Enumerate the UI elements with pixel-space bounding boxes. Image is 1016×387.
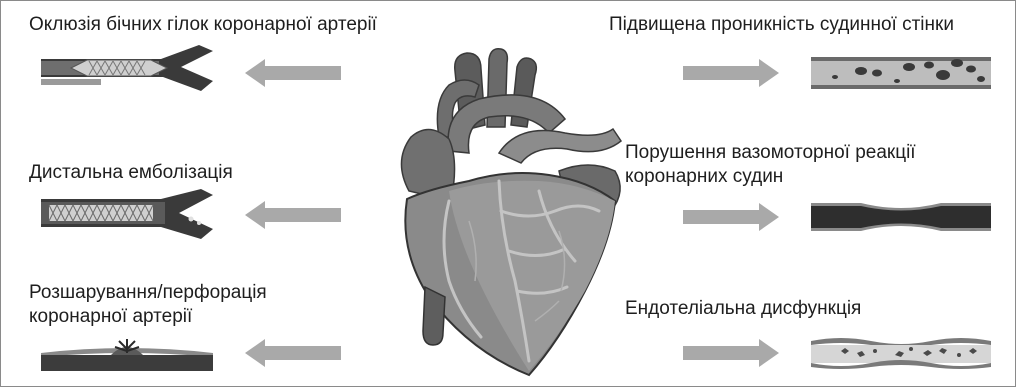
vessel-perforation-icon [41, 335, 213, 375]
label-side-branch-occlusion: Оклюзія бічних гілок коронарної артерії [29, 13, 377, 37]
label-dissection-line2: коронарної артерії [29, 305, 192, 329]
arrow-right-icon [683, 339, 779, 367]
stent-side-branch-icon [41, 45, 213, 97]
heart-icon [389, 41, 637, 381]
vessel-permeability-icon [811, 51, 991, 97]
label-vasomotor-line2: коронарних судин [625, 165, 783, 189]
arrow-left-icon [245, 339, 341, 367]
label-endothelial-dysfunction: Ендотеліальна дисфункція [625, 297, 861, 321]
arrow-right-icon [683, 59, 779, 87]
endothelial-dysfunction-icon [811, 331, 991, 377]
label-distal-embolization: Дистальна емболізація [29, 161, 233, 185]
arrow-left-icon [245, 59, 341, 87]
vessel-narrowing-icon [811, 197, 991, 237]
arrow-right-icon [683, 203, 779, 231]
label-vasomotor-line1: Порушення вазомоторної реакції [625, 141, 916, 165]
label-dissection-line1: Розшарування/перфорація [29, 281, 267, 305]
stent-embolization-icon [41, 189, 213, 241]
label-wall-permeability: Підвищена проникність судинної стінки [609, 13, 954, 37]
arrow-left-icon [245, 201, 341, 229]
